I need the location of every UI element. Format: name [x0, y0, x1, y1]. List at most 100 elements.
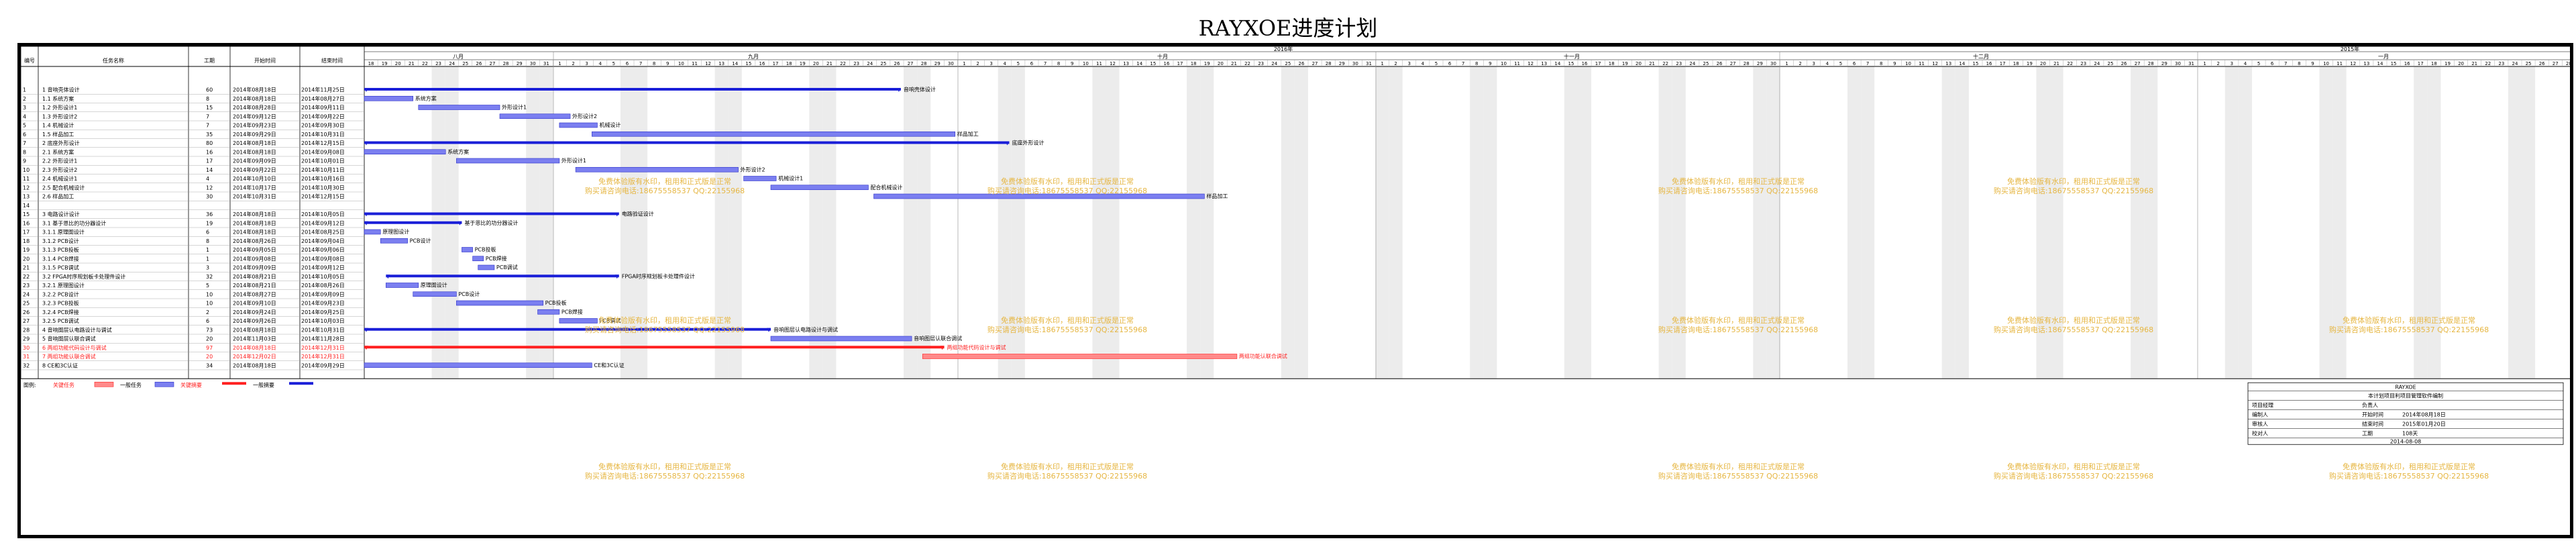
task-end: 2014年09月30日	[301, 122, 345, 129]
day-number: 23	[2080, 61, 2086, 66]
task-id: 28	[23, 327, 30, 333]
task-end: 2014年10月30日	[301, 184, 345, 191]
task-id: 5	[23, 123, 26, 129]
task-start: 2014年08月28日	[233, 104, 276, 111]
day-number: 4	[1421, 61, 1425, 66]
bar-label: 音响图层认联合调试	[914, 335, 962, 342]
weekend-shade	[1375, 66, 1389, 379]
task-id: 19	[23, 247, 30, 253]
weekend-shade	[2049, 66, 2063, 379]
weekend-shade	[1470, 66, 1484, 379]
day-number: 21	[2053, 61, 2059, 66]
task-start: 2014年09月09日	[233, 264, 276, 271]
task-duration: 5	[206, 283, 209, 289]
day-number: 27	[2553, 61, 2559, 66]
weekend-shade	[2036, 66, 2050, 379]
bar-label: PCB焊接	[486, 255, 507, 262]
page-title: RAYXOE进度计划	[1198, 15, 1378, 41]
day-number: 29	[517, 61, 523, 66]
day-number: 12	[1110, 61, 1116, 66]
day-number: 12	[1932, 61, 1938, 66]
month-label: 十月	[1157, 53, 1168, 60]
day-number: 26	[2121, 61, 2127, 66]
day-number: 4	[1826, 61, 1829, 66]
task-start: 2014年09月09日	[233, 158, 276, 164]
day-number: 15	[745, 61, 751, 66]
task-name: 8 CE和3C认证	[42, 362, 78, 368]
task-id: 2	[23, 96, 26, 102]
task-start: 2014年10月10日	[233, 175, 276, 182]
task-end: 2014年09月06日	[301, 246, 345, 253]
bar-label: PCB调试	[599, 317, 621, 324]
weekend-shade	[917, 66, 931, 379]
year-label-2015: 2015年	[2341, 46, 2359, 52]
weekend-shade	[1200, 66, 1214, 379]
day-number: 3	[989, 61, 992, 66]
task-end: 2014年10月05日	[301, 211, 345, 217]
task-start: 2014年08月27日	[233, 291, 276, 297]
day-number: 18	[2431, 61, 2437, 66]
bar-label: PCB焊接	[561, 308, 583, 315]
day-number: 26	[1717, 61, 1723, 66]
task-duration: 30	[206, 194, 213, 200]
titleblock-cell: 项目经理	[2252, 401, 2273, 408]
titleblock-cell: 工期	[2362, 430, 2373, 436]
summary-bar	[386, 274, 619, 278]
task-bar	[499, 113, 571, 119]
titleblock-cell: 审核人	[2252, 420, 2268, 427]
task-end: 2014年10月31日	[301, 326, 345, 333]
day-number: 17	[2000, 61, 2006, 66]
day-number: 16	[1163, 61, 1169, 66]
summary-bar-cap	[458, 221, 462, 226]
day-number: 11	[692, 61, 698, 66]
task-end: 2014年10月01日	[301, 158, 345, 164]
weekend-shade	[1106, 66, 1120, 379]
header-id: 编号	[24, 57, 35, 64]
day-number: 16	[2404, 61, 2410, 66]
day-number: 30	[530, 61, 536, 66]
weekend-shade	[1564, 66, 1578, 379]
day-number: 20	[2040, 61, 2046, 66]
day-number: 28	[2566, 61, 2570, 66]
task-duration: 19	[206, 220, 213, 226]
day-number: 18	[2013, 61, 2019, 66]
day-number: 29	[934, 61, 941, 66]
titleblock-date: 2014-08-08	[2390, 438, 2422, 444]
bar-label: PCB调试	[496, 264, 518, 270]
day-number: 13	[1945, 61, 1951, 66]
day-number: 19	[1622, 61, 1628, 66]
task-end: 2014年09月25日	[301, 309, 345, 315]
titleblock-cell: 编制人	[2252, 411, 2268, 417]
task-id: 10	[23, 167, 30, 173]
task-id: 26	[23, 309, 30, 315]
day-number: 24	[2094, 61, 2100, 66]
weekend-shade	[714, 66, 729, 379]
day-number: 1	[2203, 61, 2206, 66]
summary-bar-cap	[1005, 141, 1010, 146]
bar-label: 系统方案	[415, 95, 437, 101]
day-number: 10	[1083, 61, 1089, 66]
task-bar	[413, 291, 457, 297]
day-number: 24	[1271, 61, 1277, 66]
weekend-shade	[1011, 66, 1025, 379]
task-duration: 1	[206, 247, 209, 253]
summary-bar	[364, 346, 945, 349]
task-id: 31	[23, 354, 30, 360]
watermark-line2: 购买请咨询电话:18675558537 QQ:22155968	[1994, 471, 2153, 481]
day-number: 23	[853, 61, 859, 66]
day-number: 6	[1448, 61, 1452, 66]
day-number: 23	[2498, 61, 2504, 66]
task-name: 3.2.2 PCB设计	[42, 291, 79, 297]
task-bar	[873, 193, 1205, 199]
bar-label: 外形设计1	[502, 104, 527, 111]
watermark-line2: 购买请咨询电话:18675558537 QQ:22155968	[1658, 325, 1818, 334]
day-number: 27	[1730, 61, 1736, 66]
summary-bar-cap	[896, 88, 901, 92]
titleblock-cell: 校对人	[2252, 430, 2268, 436]
day-number: 1	[1785, 61, 1788, 66]
legend-crit-task-swatch	[94, 381, 114, 387]
task-end: 2014年09月04日	[301, 238, 345, 244]
day-number: 6	[2271, 61, 2274, 66]
summary-bar-cap	[386, 274, 390, 279]
